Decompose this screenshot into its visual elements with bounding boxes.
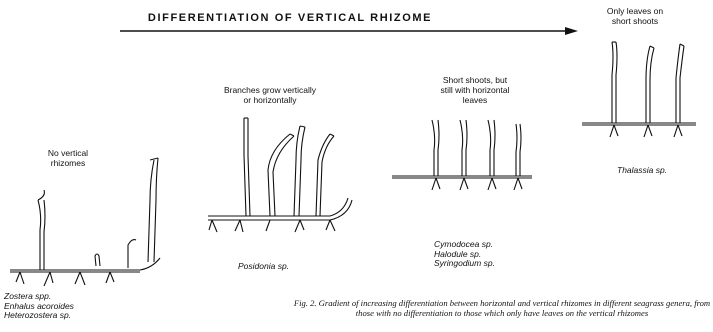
stage-1-genera: Zostera spp. Enhalus acoroides Heterozos… [4,292,74,321]
plant-stage-4 [582,42,696,137]
stage-3-genera: Cymodocea sp. Halodule sp. Syringodium s… [434,240,495,269]
differentiation-arrow [120,27,578,35]
genus-posidonia: Posidonia sp. [238,262,289,272]
stage-4-label: Only leaves on short shoots [585,6,685,26]
figure-caption: Fig. 2. Gradient of increasing different… [292,299,712,318]
stage-2-genera: Posidonia sp. [238,262,289,272]
genus-heterozostera: Heterozostera sp. [4,311,74,321]
stage-1-label: No vertical rhizomes [28,148,108,168]
genus-thalassia: Thalassia sp. [617,166,667,176]
plant-stage-1 [10,158,160,286]
stage-4-genera: Thalassia sp. [617,166,667,176]
plant-stage-3 [392,120,532,190]
stage-3-label: Short shoots, but still with horizontal … [420,75,530,105]
plant-stage-2 [208,118,352,232]
genus-syringodium: Syringodium sp. [434,259,495,269]
arrow-title: DIFFERENTIATION OF VERTICAL RHIZOME [120,12,460,24]
stage-2-label: Branches grow vertically or horizontally [210,85,330,105]
